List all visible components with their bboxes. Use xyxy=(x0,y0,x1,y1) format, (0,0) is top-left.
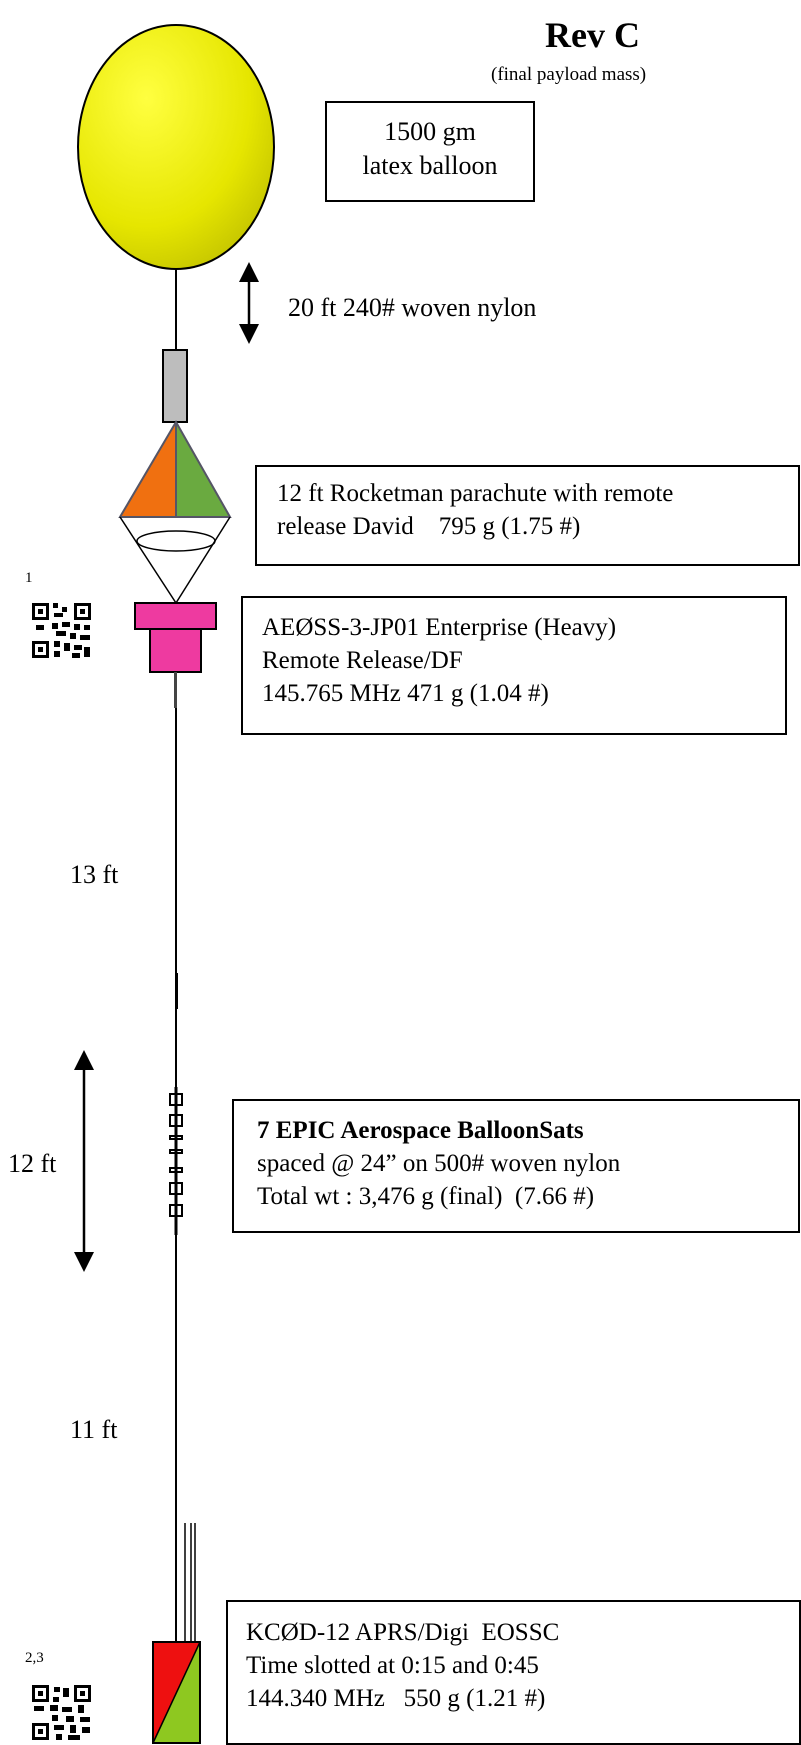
enterprise-label-line2: Remote Release/DF xyxy=(262,647,463,674)
enterprise-label-line3: 145.765 MHz 471 g (1.04 #) xyxy=(262,680,549,707)
parachute-label-box: 12 ft Rocketman parachute with remote re… xyxy=(255,465,800,566)
qr-code-icon xyxy=(32,1685,92,1741)
tether-top-label: 20 ft 240# woven nylon xyxy=(288,293,537,322)
parachute-canopy-ring xyxy=(136,530,216,552)
balloon-label-line2: latex balloon xyxy=(362,151,498,180)
balloon xyxy=(77,24,275,270)
aprs-label-line3: 144.340 MHz 550 g (1.21 #) xyxy=(246,1685,546,1712)
balloon-label-line1: 1500 gm xyxy=(384,117,476,146)
enterprise-payload-body xyxy=(149,628,202,673)
enterprise-label-box: AEØSS-3-JP01 Enterprise (Heavy) Remote R… xyxy=(241,596,787,735)
balloon-label-box: 1500 gm latex balloon xyxy=(325,101,535,202)
qr-code-icon xyxy=(32,603,92,659)
balloonsats-label-line3: Total wt : 3,476 g (final) (7.66 #) xyxy=(257,1183,595,1210)
parachute-label-line2: release David 795 g (1.75 #) xyxy=(277,513,581,540)
enterprise-ref: 1 xyxy=(25,570,33,586)
balloonsats-label-line1: 7 EPIC Aerospace BalloonSats xyxy=(257,1117,584,1144)
spacing-lower-label: 11 ft xyxy=(70,1415,118,1444)
aprs-label-line1: KCØD-12 APRS/Digi EOSSC xyxy=(246,1619,560,1646)
enterprise-payload-top xyxy=(134,602,217,630)
aprs-label-box: KCØD-12 APRS/Digi EOSSC Time slotted at … xyxy=(226,1600,801,1745)
spacing-upper-label: 13 ft xyxy=(70,860,119,889)
enterprise-antenna xyxy=(174,672,177,708)
spacing-middle-label: 12 ft xyxy=(8,1149,57,1178)
page-subtitle: (final payload mass) xyxy=(491,64,647,85)
balloonsats-label-line2: spaced @ 24” on 500# woven nylon xyxy=(257,1150,621,1177)
aprs-label-line2: Time slotted at 0:15 and 0:45 xyxy=(246,1652,539,1679)
aprs-ref: 2,3 xyxy=(25,1650,44,1666)
swivel-connector xyxy=(162,349,188,423)
parachute-label-line1: 12 ft Rocketman parachute with remote xyxy=(277,480,674,507)
balloonsats-label-box: 7 EPIC Aerospace BalloonSats spaced @ 24… xyxy=(232,1099,800,1233)
enterprise-label-line1: AEØSS-3-JP01 Enterprise (Heavy) xyxy=(262,614,617,641)
page-title: Rev C xyxy=(545,15,640,55)
